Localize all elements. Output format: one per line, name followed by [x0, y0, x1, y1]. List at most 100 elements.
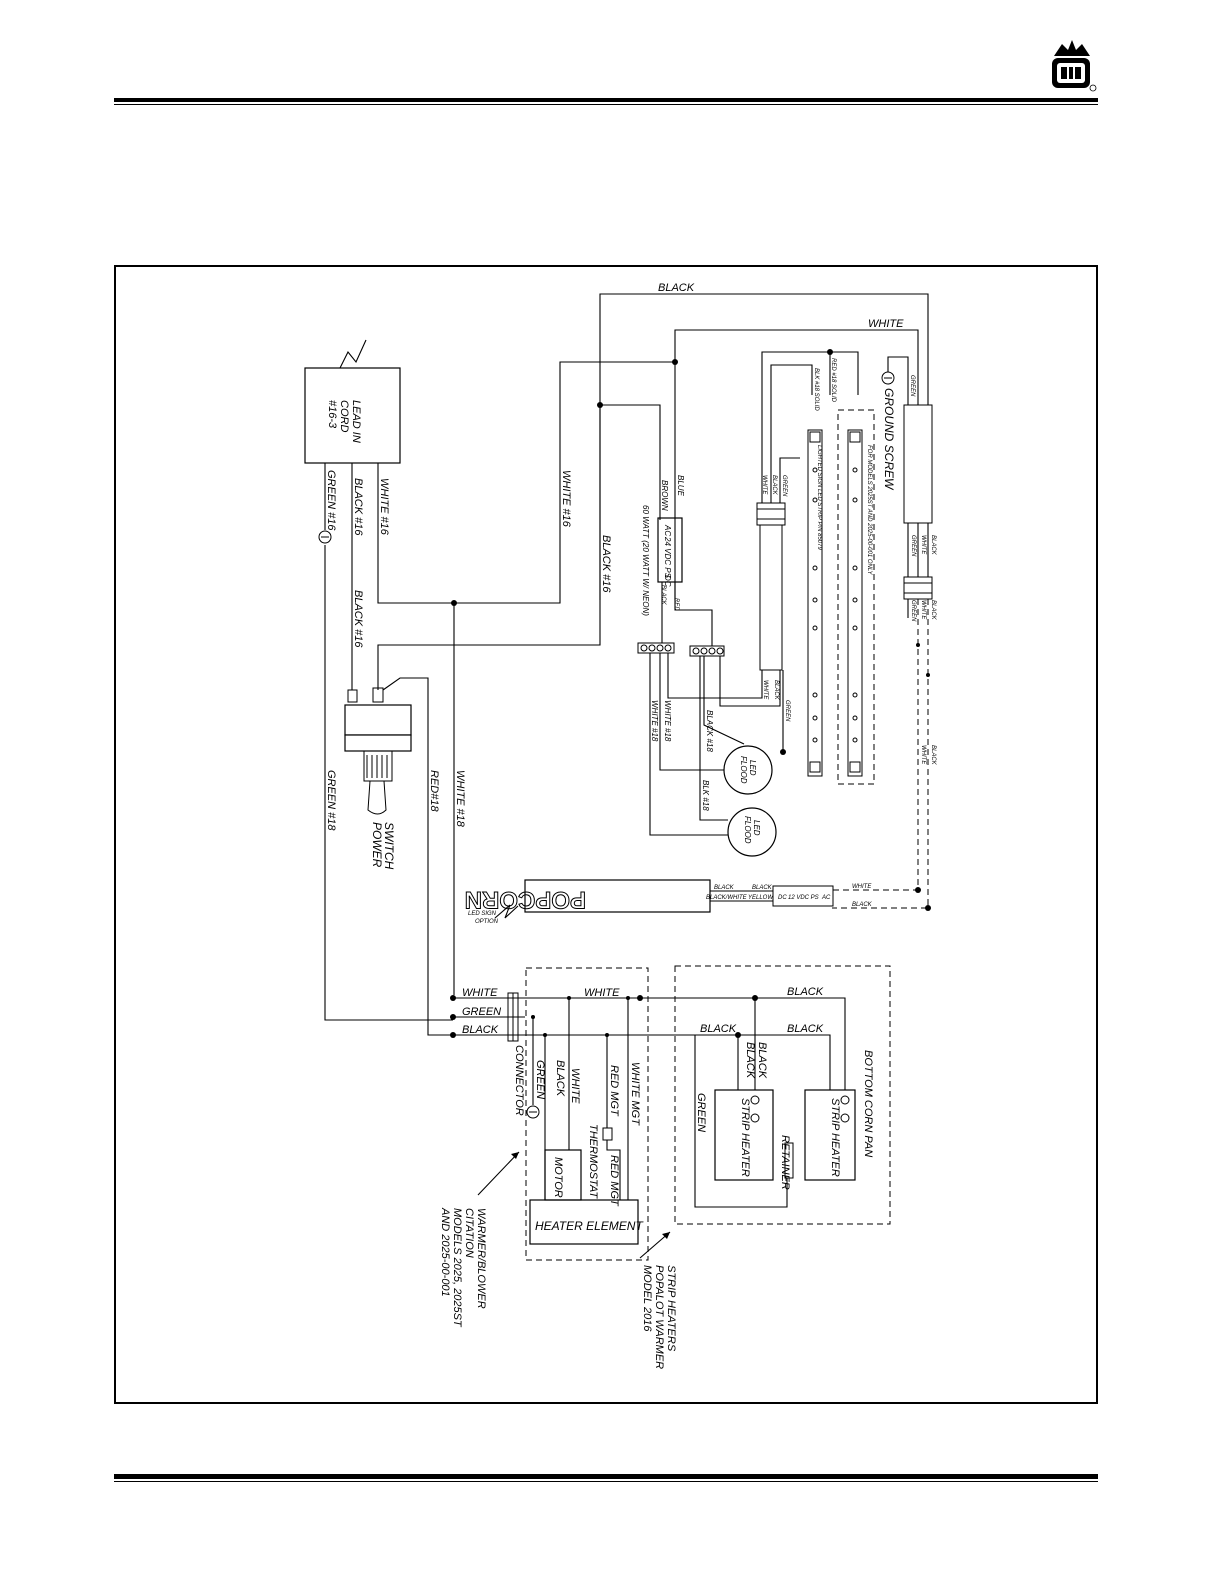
- footer-rule-thin: [114, 1481, 1098, 1482]
- svg-text:LED: LED: [752, 820, 761, 836]
- retainer: RETAINER: [779, 1135, 794, 1190]
- svg-text:GREEN: GREEN: [784, 700, 790, 722]
- cretors-logo-icon: [1052, 40, 1097, 92]
- power-supply-24vdc: AC 24 VDC PS DC: [657, 517, 683, 587]
- svg-text:WHITE: WHITE: [920, 600, 926, 620]
- svg-text:FLOOD: FLOOD: [739, 756, 748, 784]
- svg-text:BLK #18: BLK #18: [701, 780, 710, 811]
- svg-text:GREEN: GREEN: [695, 1093, 707, 1132]
- svg-text:BLACK #16: BLACK #16: [352, 478, 364, 536]
- svg-text:WHITE: WHITE: [920, 745, 926, 765]
- svg-text:STRIP HEATERS: STRIP HEATERS: [665, 1265, 677, 1352]
- led-strip-85079: [807, 429, 823, 777]
- svg-text:POPALOT WARMER: POPALOT WARMER: [653, 1265, 665, 1369]
- warmer-caption: WARMER/BLOWER CITATION MODELS 2025, 2025…: [439, 1207, 487, 1328]
- svg-text:FLOOD: FLOOD: [743, 816, 752, 844]
- svg-text:WARMER/BLOWER: WARMER/BLOWER: [475, 1208, 487, 1309]
- bus-connector: [507, 992, 519, 1042]
- svg-text:BLACK #16: BLACK #16: [352, 590, 364, 648]
- svg-text:BLACK: BLACK: [756, 1042, 768, 1079]
- svg-text:12 VDC PS: 12 VDC PS: [788, 895, 819, 901]
- led-flood-1: LED FLOOD: [723, 745, 773, 795]
- svg-text:BLK #18 SOLID: BLK #18 SOLID: [813, 368, 819, 411]
- ground-lug-icon: [318, 530, 332, 544]
- svg-text:LED SIGN: LED SIGN: [468, 911, 497, 917]
- svg-text:WHITE: WHITE: [762, 680, 768, 700]
- label-black-top: BLACK: [658, 282, 695, 294]
- diagram-frame: [114, 265, 1098, 1404]
- svg-text:HEATER ELEMENT: HEATER ELEMENT: [535, 1219, 644, 1233]
- motor: MOTOR: [544, 1149, 582, 1201]
- svg-text:RED MGT: RED MGT: [608, 1155, 620, 1207]
- svg-text:GREEN: GREEN: [910, 600, 916, 622]
- svg-text:BLACK: BLACK: [714, 885, 735, 891]
- svg-text:BLACK: BLACK: [752, 885, 773, 891]
- svg-text:WHITE #18: WHITE #18: [663, 700, 672, 742]
- svg-text:CONNECTOR: CONNECTOR: [513, 1045, 525, 1116]
- svg-text:GROUND SCREW: GROUND SCREW: [882, 388, 896, 491]
- label-white-top: WHITE: [868, 318, 904, 330]
- svg-text:WHITE: WHITE: [920, 535, 926, 555]
- header-rule: [114, 98, 1098, 102]
- svg-text:WHITE: WHITE: [569, 1068, 581, 1104]
- svg-text:THERMOSTAT: THERMOSTAT: [587, 1124, 599, 1199]
- svg-text:BLACK: BLACK: [771, 475, 777, 496]
- svg-text:LEAD IN: LEAD IN: [350, 400, 362, 443]
- svg-text:AND 2025-00-001: AND 2025-00-001: [439, 1207, 451, 1297]
- popcorn-led-sign: POPCORN: [464, 879, 711, 914]
- svg-text:BLACK/WHITE: BLACK/WHITE: [706, 895, 748, 901]
- header-rule-thin: [114, 104, 1098, 105]
- svg-text:GREEN #18: GREEN #18: [325, 770, 337, 831]
- svg-text:WHITE: WHITE: [462, 987, 498, 999]
- svg-text:WHITE #18: WHITE #18: [650, 700, 659, 742]
- svg-text:BLACK: BLACK: [773, 680, 779, 701]
- svg-text:GREEN: GREEN: [462, 1006, 501, 1018]
- terminal-block-1: [637, 642, 675, 654]
- svg-text:#16-3: #16-3: [326, 400, 338, 429]
- footer-rule: [114, 1474, 1098, 1479]
- svg-text:CITATION: CITATION: [463, 1208, 475, 1258]
- svg-text:GREEN: GREEN: [781, 475, 787, 497]
- led-flood-2: LED FLOOD: [727, 807, 777, 857]
- svg-text:GREEN: GREEN: [534, 1060, 546, 1099]
- svg-text:AC: AC: [821, 895, 831, 901]
- svg-text:STRIP HEATER: STRIP HEATER: [829, 1098, 841, 1177]
- svg-text:WHITE: WHITE: [761, 475, 767, 495]
- svg-text:BLACK #18: BLACK #18: [705, 710, 714, 752]
- svg-text:WHITE: WHITE: [852, 884, 872, 890]
- svg-text:WHITE MGT: WHITE MGT: [629, 1062, 641, 1126]
- svg-text:OPTION: OPTION: [475, 919, 499, 925]
- svg-text:AC: AC: [663, 524, 672, 536]
- 12vdc-power-supply: DC 12 VDC PS AC: [772, 885, 834, 907]
- heater-element: HEATER ELEMENT: [529, 1199, 644, 1245]
- svg-text:LIGHTED SIGN LED STRIP P/N 850: LIGHTED SIGN LED STRIP P/N 85079: [816, 445, 822, 550]
- svg-text:BOTTOM CORN PAN: BOTTOM CORN PAN: [862, 1050, 874, 1157]
- svg-text:24 VDC PS: 24 VDC PS: [663, 536, 672, 579]
- svg-text:MODEL 2016: MODEL 2016: [641, 1265, 653, 1332]
- svg-text:BLACK: BLACK: [930, 600, 936, 621]
- strip-heater-1: STRIP HEATER: [714, 1089, 774, 1181]
- ground-screw-icon: [881, 371, 895, 385]
- svg-text:GREEN: GREEN: [909, 375, 915, 397]
- ground-lug-icon: [526, 1105, 540, 1119]
- svg-text:BLACK: BLACK: [787, 1023, 824, 1035]
- svg-text:RED MGT: RED MGT: [608, 1065, 620, 1117]
- svg-text:BLACK: BLACK: [700, 1023, 737, 1035]
- svg-text:DC: DC: [663, 575, 672, 587]
- svg-text:WHITE #18: WHITE #18: [454, 770, 466, 828]
- svg-text:POPCORN: POPCORN: [465, 886, 586, 913]
- svg-text:BLACK: BLACK: [554, 1060, 566, 1097]
- svg-text:SWITCH: SWITCH: [382, 822, 396, 870]
- svg-text:BLACK: BLACK: [744, 1042, 756, 1079]
- svg-text:MOTOR: MOTOR: [552, 1157, 564, 1198]
- lead-in-cord: LEAD IN CORD #16-3: [304, 339, 401, 464]
- svg-text:GREEN #16: GREEN #16: [325, 470, 337, 531]
- cable-tube: [756, 502, 786, 671]
- svg-text:BLACK: BLACK: [852, 902, 873, 908]
- strip-heater-2: STRIP HEATER: [804, 1089, 856, 1181]
- svg-text:GREEN: GREEN: [910, 535, 916, 557]
- svg-text:RED: RED: [673, 598, 679, 611]
- svg-text:WHITE #16: WHITE #16: [560, 470, 572, 528]
